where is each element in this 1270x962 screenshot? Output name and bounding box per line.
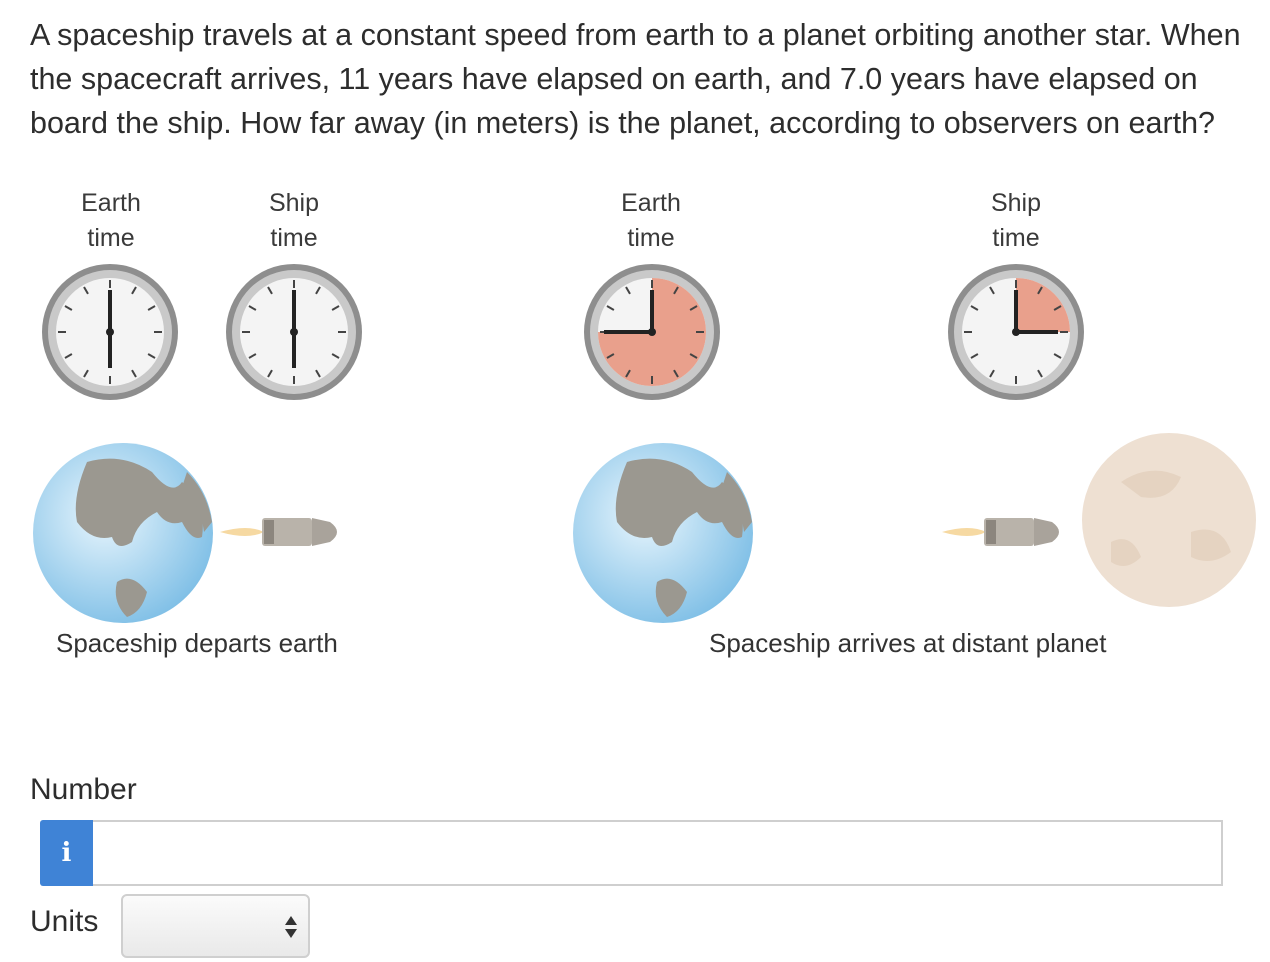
left-earth-clock-icon (42, 264, 178, 400)
earth-right-icon (573, 443, 753, 623)
earth-left-icon (33, 443, 213, 623)
label-line: time (627, 224, 675, 252)
right-earth-clock-icon (584, 264, 720, 400)
label-line: Ship (990, 189, 1042, 217)
left-earth-time-label: Earth time (51, 186, 171, 256)
question-text: A spaceship travels at a constant speed … (30, 18, 1241, 140)
clock-tick (1037, 369, 1043, 378)
clock-tick (131, 286, 137, 295)
clock-tick (606, 353, 615, 359)
clock-tick (248, 305, 257, 311)
label-line: Earth (81, 189, 141, 217)
label-line: Earth (621, 189, 681, 217)
clock-tick (989, 369, 995, 378)
spaceship-right-icon (942, 518, 1059, 546)
label-line: Ship (268, 189, 320, 217)
clock-tick (83, 286, 89, 295)
number-label: Number (30, 773, 137, 806)
clock-tick (625, 286, 631, 295)
clock-tick (970, 353, 979, 359)
label-line: time (992, 224, 1040, 252)
clock-tick (606, 305, 615, 311)
clock-tick (147, 353, 156, 359)
clock-tick (315, 369, 321, 378)
left-ship-clock-icon (226, 264, 362, 400)
clock-tick (267, 369, 273, 378)
spaceship-left-icon (220, 518, 337, 546)
select-arrows-icon (285, 916, 297, 938)
clock-tick (625, 369, 631, 378)
clock-tick (989, 286, 995, 295)
right-ship-time-label: Ship time (956, 186, 1076, 256)
clock-tick (689, 305, 698, 311)
clock-tick (673, 286, 679, 295)
clock-tick (673, 369, 679, 378)
clock-tick (331, 305, 340, 311)
right-earth-time-label: Earth time (591, 186, 711, 256)
number-input[interactable] (93, 820, 1223, 886)
clock-tick (1053, 353, 1062, 359)
clock-tick (1037, 286, 1043, 295)
clock-tick (970, 305, 979, 311)
label-line: time (270, 224, 318, 252)
units-label: Units (30, 905, 99, 938)
right-ship-clock-icon (948, 264, 1084, 400)
label-line: time (87, 224, 135, 252)
clock-tick (64, 353, 73, 359)
caption-departs: Spaceship departs earth (56, 628, 338, 658)
left-ship-time-label: Ship time (234, 186, 354, 256)
distant-planet-icon (1082, 433, 1256, 607)
spaceship-figure: Earth time Ship time Earth time Ship tim… (0, 180, 1270, 680)
clock-tick (315, 286, 321, 295)
clock-tick (1053, 305, 1062, 311)
clock-tick (267, 286, 273, 295)
clock-tick (83, 369, 89, 378)
clock-tick (147, 305, 156, 311)
caption-arrives: Spaceship arrives at distant planet (709, 628, 1107, 658)
clock-tick (331, 353, 340, 359)
clock-tick (131, 369, 137, 378)
units-select[interactable] (121, 894, 310, 958)
number-input-group: i (40, 820, 1223, 886)
clock-tick (689, 353, 698, 359)
clock-tick (248, 353, 257, 359)
info-icon[interactable]: i (40, 820, 93, 886)
clock-tick (64, 305, 73, 311)
